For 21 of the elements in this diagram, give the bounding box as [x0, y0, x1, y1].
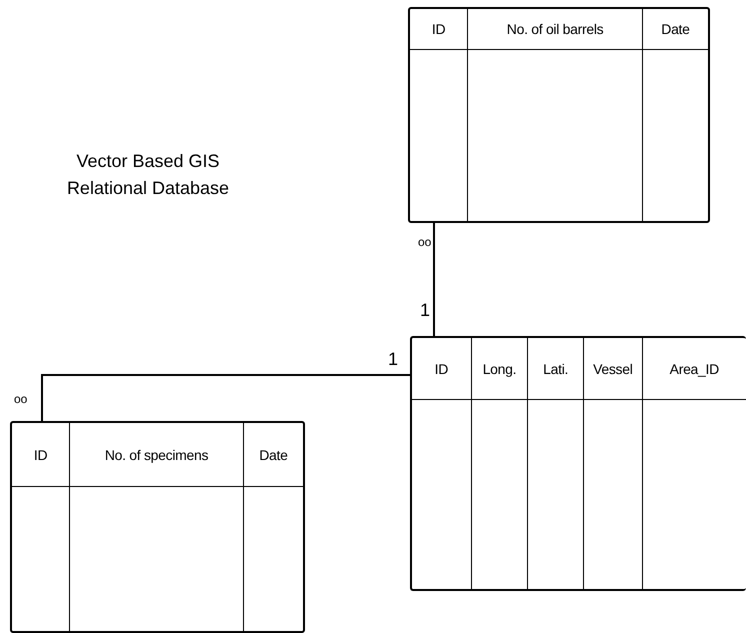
column-header: Date — [259, 446, 288, 462]
cardinality-label: 1 — [388, 349, 398, 369]
database-table — [410, 336, 746, 591]
column-header: No. of oil barrels — [506, 21, 604, 37]
column-header: Date — [661, 21, 690, 37]
column-header: ID — [432, 21, 446, 37]
column-header: ID — [434, 360, 448, 376]
relationship-line — [41, 374, 410, 421]
column-header: Lati. — [543, 360, 568, 376]
relationship-line — [433, 223, 435, 336]
diagram-title: Vector Based GIS Relational Database — [66, 150, 230, 200]
cardinality-label: 1 — [420, 300, 430, 320]
column-header: No. of specimens — [104, 446, 208, 462]
cardinality-label: oo — [418, 235, 432, 249]
database-table — [10, 421, 305, 633]
column-header: Vessel — [593, 360, 633, 376]
database-table — [408, 7, 710, 223]
column-header: Long. — [482, 360, 516, 376]
cardinality-label: oo — [14, 392, 28, 406]
column-header: Area_ID — [670, 360, 719, 376]
column-header: ID — [34, 446, 48, 462]
